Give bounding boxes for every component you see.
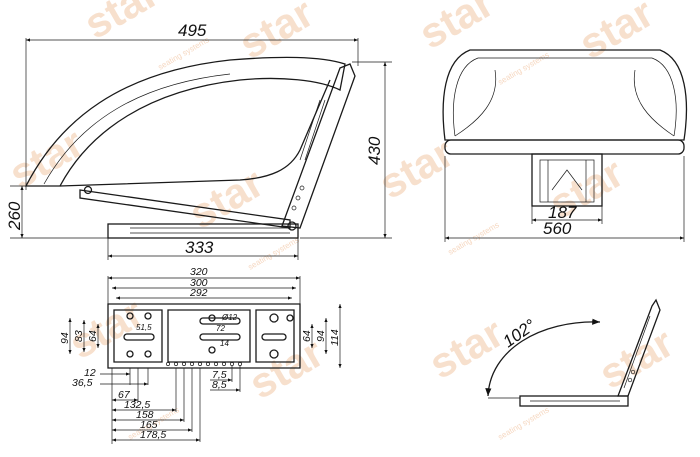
side-base-length-label: 333 bbox=[185, 238, 214, 257]
plate-dim-right-3: 114 bbox=[329, 329, 341, 346]
slot-icon bbox=[261, 333, 287, 341]
watermark-logo: star bbox=[421, 309, 511, 388]
watermark-tagline: seating systems bbox=[157, 35, 211, 71]
folded-base-rail bbox=[519, 395, 629, 407]
side-width-label: 495 bbox=[178, 21, 207, 40]
fold-angle-label: 102° bbox=[499, 315, 539, 351]
seat-cushion-front bbox=[444, 139, 685, 155]
side-height-label: 430 bbox=[365, 136, 384, 165]
plate-dim-left-2: 83 bbox=[73, 330, 85, 342]
seat-inner-contour bbox=[43, 73, 231, 185]
hole-spacing-2: 72 bbox=[216, 324, 225, 333]
slot-icon bbox=[199, 317, 241, 325]
watermark-tagline: seating systems bbox=[447, 220, 501, 256]
plate-dim-left-1: 94 bbox=[59, 332, 71, 344]
hole-row bbox=[166, 362, 242, 366]
plate-dim-right-2: 94 bbox=[315, 330, 327, 342]
seat-backrest-shell bbox=[24, 56, 346, 187]
plate-dim-br-1: 7,5 bbox=[212, 369, 227, 381]
pivot-icon bbox=[287, 221, 297, 231]
plate-dim-bs-2: 132,5 bbox=[124, 399, 150, 411]
folded-view: 102° bbox=[485, 298, 661, 407]
plate-dim-top-3: 292 bbox=[189, 287, 208, 299]
fold-angle-arc bbox=[485, 318, 601, 397]
pivot-icon bbox=[83, 185, 93, 195]
plate-dim-top-2: 300 bbox=[190, 277, 208, 289]
watermark-tagline: seating systems bbox=[497, 405, 551, 441]
folded-back-post bbox=[617, 298, 661, 397]
hole-spacing-3: 14 bbox=[220, 339, 229, 348]
watermark-logo: star bbox=[76, 0, 166, 48]
base-plate-outline bbox=[107, 303, 301, 369]
slot-icon bbox=[123, 333, 155, 341]
plate-dim-bl-2: 36,5 bbox=[72, 377, 93, 389]
seat-mount-front bbox=[531, 153, 603, 207]
plate-dim-top-1: 320 bbox=[190, 266, 208, 278]
watermark-logo: star bbox=[571, 0, 661, 68]
front-mount-width-label: 187 bbox=[548, 203, 577, 222]
plate-dim-bs-1: 67 bbox=[118, 389, 131, 401]
front-width-label: 560 bbox=[543, 219, 572, 238]
plate-dim-bs-4: 165 bbox=[140, 419, 158, 431]
hole-spacing-1: 51,5 bbox=[136, 323, 152, 332]
side-seat-height-label: 260 bbox=[5, 201, 24, 231]
seat-back-post bbox=[281, 63, 356, 229]
watermark-tagline: seating systems bbox=[497, 50, 551, 86]
seat-back-front bbox=[442, 49, 688, 141]
plate-dim-left-3: 64 bbox=[87, 330, 99, 342]
side-view: 495 430 260 333 bbox=[5, 21, 392, 260]
front-view: 187 560 bbox=[442, 49, 688, 242]
plate-dim-bl-1: 12 bbox=[84, 367, 96, 379]
watermark-layer: star star star star star star star star … bbox=[1, 0, 681, 442]
watermark-logo: star bbox=[591, 319, 681, 398]
seat-base-rail bbox=[107, 223, 299, 239]
base-plate-view: 320 300 292 94 83 64 64 94 114 Ø12 51,5 … bbox=[59, 266, 342, 444]
plate-dim-bs-3: 158 bbox=[136, 409, 154, 421]
plate-dim-right-1: 64 bbox=[301, 330, 313, 342]
watermark-logo: star bbox=[181, 159, 271, 238]
hole-diameter-label: Ø12 bbox=[221, 313, 238, 322]
seat-cushion-outline bbox=[59, 79, 331, 187]
watermark-tagline: seating systems bbox=[247, 235, 301, 271]
watermark-logo: star bbox=[411, 0, 501, 58]
slot-icon bbox=[199, 333, 241, 341]
plate-dim-bs-5: 178,5 bbox=[140, 429, 166, 441]
plate-dim-br-2: 8,5 bbox=[212, 379, 227, 391]
